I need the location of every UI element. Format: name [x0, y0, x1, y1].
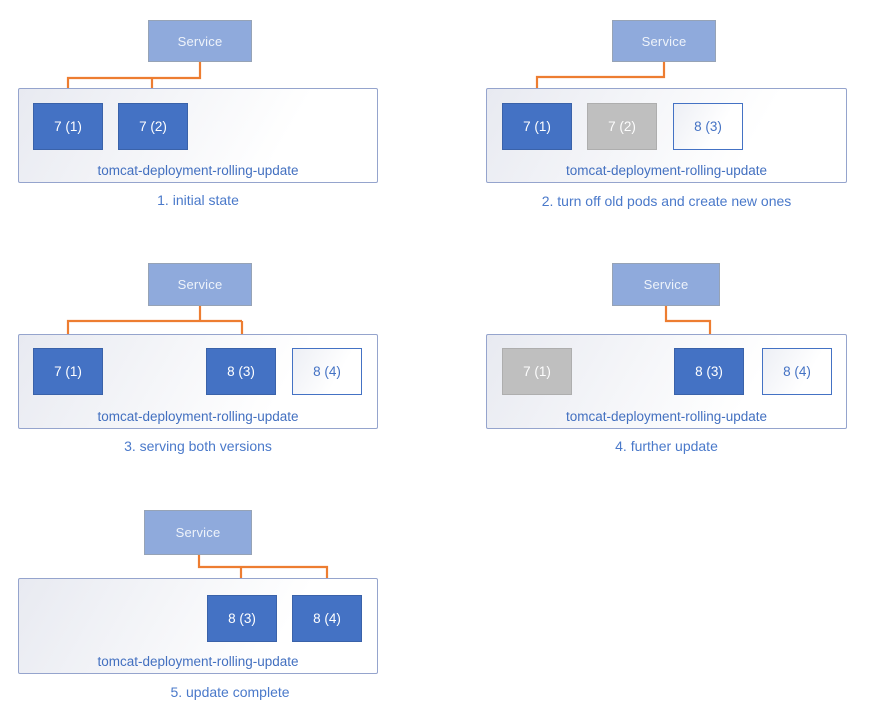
- pod-7-1: 7 (1): [33, 103, 103, 150]
- deployment-name-label: tomcat-deployment-rolling-update: [565, 163, 768, 178]
- pod-8-4: 8 (4): [762, 348, 832, 395]
- step-caption: 2. turn off old pods and create new ones: [541, 193, 792, 209]
- service-box: Service: [612, 263, 720, 306]
- pod-7-2: 7 (2): [587, 103, 657, 150]
- pod-8-3: 8 (3): [673, 103, 743, 150]
- pod-8-3: 8 (3): [207, 595, 277, 642]
- step-caption: 3. serving both versions: [124, 438, 272, 454]
- deployment-name-label: tomcat-deployment-rolling-update: [97, 409, 299, 424]
- step-caption: 1. initial state: [157, 192, 239, 208]
- step-caption: 5. update complete: [170, 684, 290, 700]
- deployment-name-label: tomcat-deployment-rolling-update: [97, 163, 299, 178]
- service-box: Service: [144, 510, 252, 555]
- pod-7-1: 7 (1): [502, 103, 572, 150]
- pod-7-2: 7 (2): [118, 103, 188, 150]
- deployment-name-label: tomcat-deployment-rolling-update: [97, 654, 299, 669]
- service-box: Service: [612, 20, 716, 62]
- service-box: Service: [148, 20, 252, 62]
- pod-8-3: 8 (3): [206, 348, 276, 395]
- pod-8-4: 8 (4): [292, 348, 362, 395]
- deployment-name-label: tomcat-deployment-rolling-update: [565, 409, 768, 424]
- service-box: Service: [148, 263, 252, 306]
- pod-8-4: 8 (4): [292, 595, 362, 642]
- step-caption: 4. further update: [615, 438, 718, 454]
- pod-8-3: 8 (3): [674, 348, 744, 395]
- pod-7-1: 7 (1): [502, 348, 572, 395]
- pod-7-1: 7 (1): [33, 348, 103, 395]
